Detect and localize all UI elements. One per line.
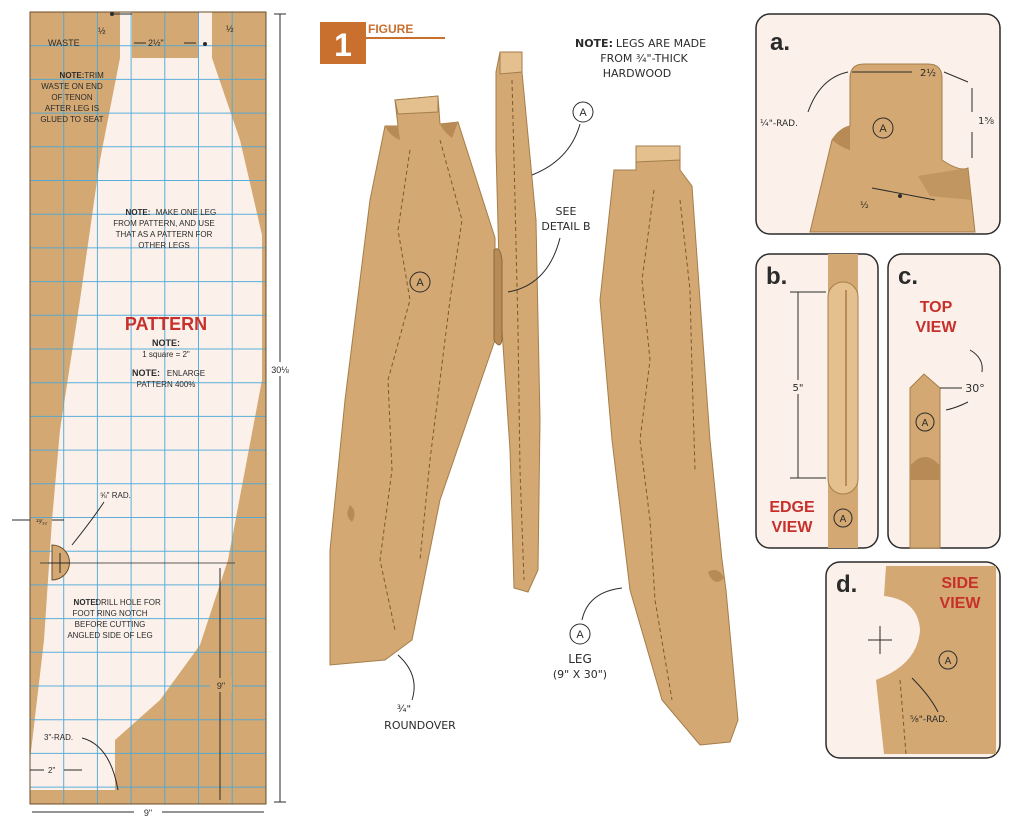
pattern-title: PATTERN [125, 314, 207, 334]
bottom-radius-label: 3"-RAD. [44, 733, 73, 742]
figure-number-badge [320, 22, 366, 64]
note-trim-line-5: GLUED TO SEAT [40, 115, 103, 124]
pattern-border [29, 11, 267, 805]
leg-right [599, 145, 739, 746]
callout-a-bottom: A [576, 629, 584, 641]
note-drill-line-2: FOOT RING NOTCH [73, 609, 148, 618]
note-make-line-2: FROM PATTERN, AND USE [113, 219, 215, 228]
detail-a-part: A [879, 123, 887, 135]
pattern-leg-shape [30, 12, 262, 790]
callout-a-top: A [579, 107, 587, 119]
detail-a-radius: ¼"-RAD. [760, 119, 798, 129]
note-make-line-3: THAT AS A PATTERN FOR [116, 230, 213, 239]
detail-d-view-line-2: VIEW [940, 595, 982, 612]
note-drill-line-4: ANGLED SIDE OF LEG [67, 631, 152, 640]
figure-note-head: NOTE: [575, 37, 613, 50]
roundover-size: ¾" [397, 704, 411, 715]
callout-a-left: A [416, 277, 424, 289]
figure-1: 1 FIGURE NOTE: LEGS ARE MADE FROM ¾"-THI… [320, 22, 739, 746]
figure-note-line-2: FROM ¾"-THICK [600, 52, 688, 65]
detail-d-part: A [945, 656, 952, 667]
bottom-offset-label: 2" [48, 766, 55, 775]
see-detail-line-2: DETAIL B [541, 220, 590, 233]
detail-a-height: 1⅝ [978, 116, 994, 127]
roundover-label: ROUNDOVER [384, 719, 456, 732]
tenon-shoulder-right: ½ [226, 24, 234, 34]
detail-c-view-line-1: TOP [920, 299, 953, 316]
note-make-head: NOTE: [126, 208, 151, 217]
note-square-head: NOTE: [152, 338, 180, 348]
detail-b-panel: b. 5" EDGE VIEW A [755, 253, 879, 549]
detail-b-part: A [840, 514, 847, 525]
note-enlarge-head: NOTE: [132, 368, 160, 378]
callout-a-bottom-circle [569, 623, 591, 645]
figure-tag: FIGURE [368, 22, 413, 36]
note-drill: NOTE: DRILL HOLE FOR FOOT RING NOTCH BEF… [67, 598, 161, 640]
note-make: NOTE: MAKE ONE LEG FROM PATTERN, AND USE… [113, 208, 216, 250]
tenon-width-label: 2½" [148, 38, 164, 48]
width-label: 9" [144, 808, 152, 818]
detail-c-letter: c. [898, 263, 918, 290]
see-detail-line-1: SEE [556, 205, 577, 218]
note-drill-head: NOTE: [74, 598, 99, 607]
detail-d-view-line-1: SIDE [941, 575, 979, 592]
note-square-text: 1 square = 2" [142, 350, 190, 359]
detail-a-letter: a. [770, 29, 790, 56]
detail-a-panel: a. A 2½ ¼"-RAD. 1⅝ ½ [755, 13, 1001, 235]
note-trim-line-2: WASTE ON END [41, 82, 103, 91]
detail-c-part: A [922, 418, 929, 429]
leg-label: LEG [568, 652, 592, 666]
detail-b-view-line-2: VIEW [772, 519, 814, 536]
note-make-line-1: MAKE ONE LEG [156, 208, 216, 217]
detail-b-length: 5" [793, 383, 804, 394]
notch-radius-label: ⅝" RAD. [100, 491, 131, 500]
tenon-shoulder-left: ½ [98, 26, 106, 36]
detail-b-view-line-1: EDGE [769, 499, 815, 516]
detail-a-half: ½ [860, 201, 869, 211]
figure-note-line-3: HARDWOOD [603, 67, 672, 80]
leg-size: (9" X 30") [553, 668, 607, 681]
waste-leader-dot [110, 12, 114, 16]
detail-c-view-line-2: VIEW [916, 319, 958, 336]
callout-a-left-circle [409, 271, 431, 293]
note-enlarge-line-1: ENLARGE [167, 369, 205, 378]
detail-d-letter: d. [836, 571, 857, 598]
note-trim-line-4: AFTER LEG IS [45, 104, 99, 113]
height-label: 30⅛ [271, 365, 289, 375]
note-make-line-4: OTHER LEGS [138, 241, 190, 250]
waste-label: WASTE [48, 38, 80, 48]
detail-d-radius: ⅝"-RAD. [910, 715, 948, 725]
nine-vertical-label: 9" [217, 681, 225, 691]
callout-a-top-circle [572, 101, 594, 123]
note-drill-line-3: BEFORE CUTTING [75, 620, 146, 629]
leg-middle [493, 51, 541, 593]
note-trim-head: NOTE: [60, 71, 85, 80]
shoulder-dot [203, 42, 207, 46]
note-enlarge-line-2: PATTERN 400% [137, 380, 196, 389]
note-trim: NOTE: TRIM WASTE ON END OF TENON AFTER L… [40, 71, 104, 124]
figure-number: 1 [334, 27, 352, 63]
detail-a-width: 2½ [920, 67, 936, 79]
note-drill-line-1: DRILL HOLE FOR [95, 598, 161, 607]
pattern-panel: WASTE ½ 2½" ½ NOTE: TRIM WASTE ON END OF… [12, 11, 292, 818]
leg-left [329, 95, 496, 666]
note-trim-line-3: OF TENON [51, 93, 92, 102]
detail-b-letter: b. [766, 263, 787, 290]
figure-note-line-1: LEGS ARE MADE [616, 37, 706, 50]
detail-c-angle: 30° [965, 382, 985, 395]
figure-note: NOTE: LEGS ARE MADE FROM ¾"-THICK HARDWO… [575, 37, 706, 80]
detail-d-panel: d. SIDE VIEW A ⅝"-RAD. [825, 561, 1001, 759]
notch-offset-label: ¹³⁄₃₂ [36, 519, 48, 526]
detail-c-panel: c. TOP VIEW A 30° [887, 253, 1001, 549]
note-trim-line-1: TRIM [84, 71, 104, 80]
